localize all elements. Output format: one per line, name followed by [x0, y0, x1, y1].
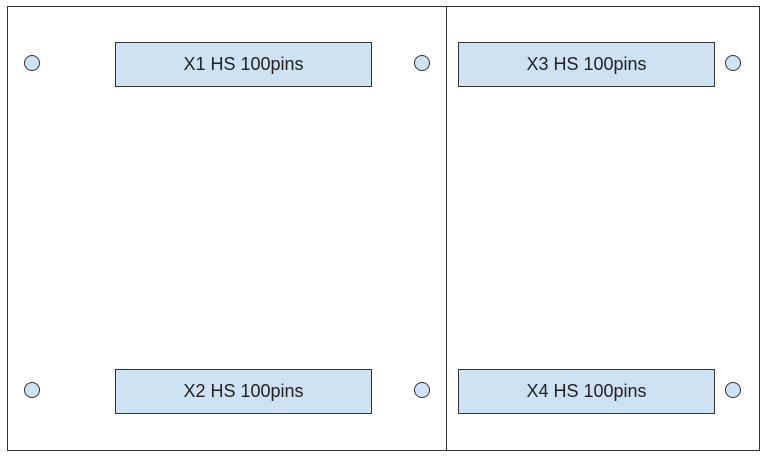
mounting-hole-top-left — [24, 55, 40, 71]
connector-x2: X2 HS 100pins — [115, 369, 372, 414]
connector-x4: X4 HS 100pins — [458, 369, 715, 414]
board-divider — [446, 6, 447, 451]
connector-x1: X1 HS 100pins — [115, 42, 372, 87]
mounting-hole-top-center — [414, 55, 430, 71]
mounting-hole-bottom-center — [414, 382, 430, 398]
mounting-hole-top-right — [725, 55, 741, 71]
mounting-hole-bottom-left — [24, 382, 40, 398]
mounting-hole-bottom-right — [725, 382, 741, 398]
connector-x3: X3 HS 100pins — [458, 42, 715, 87]
